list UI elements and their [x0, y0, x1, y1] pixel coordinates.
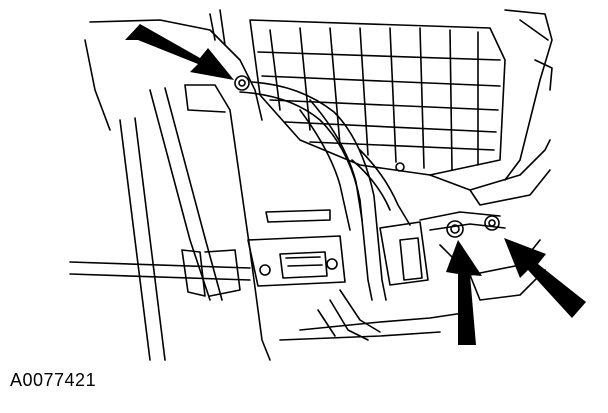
blower-housing — [84, 9, 553, 181]
horizontal-rod — [69, 249, 251, 297]
callout-arrows — [125, 24, 586, 345]
figure-id-label: A0077421 — [10, 370, 97, 390]
callout-arrow-lower-right — [504, 238, 586, 318]
fastener-upper — [234, 75, 250, 91]
filter-grille — [249, 19, 551, 206]
callout-arrow-upper-left — [125, 24, 234, 80]
fasteners — [234, 75, 500, 238]
fastener-lower-left — [446, 220, 464, 238]
left-bracket — [119, 84, 271, 361]
wire-harness — [279, 289, 471, 341]
callout-arrow-lower-center — [446, 240, 482, 345]
electrical-connector — [247, 209, 346, 287]
fastener-lower-right — [484, 215, 500, 231]
vacuum-hose — [239, 81, 411, 301]
